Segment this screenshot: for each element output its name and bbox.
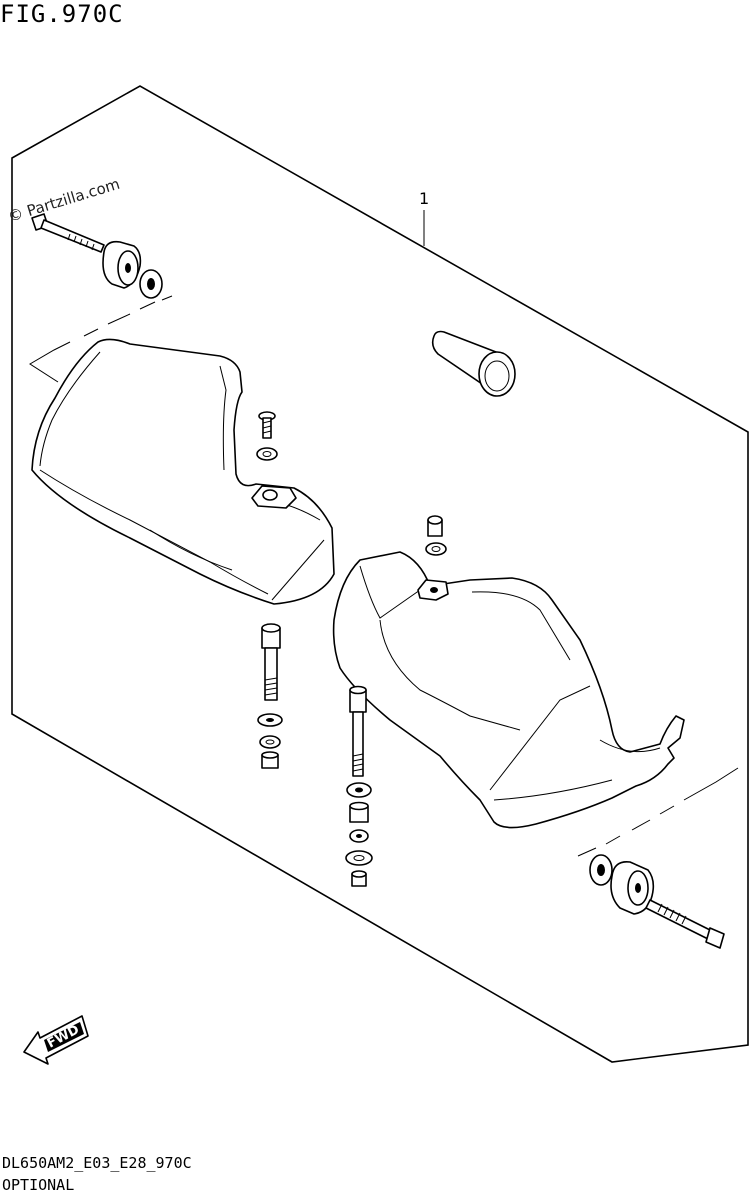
fwd-arrow-icon: FWD [23,1015,89,1065]
right-handguard [332,551,685,829]
right-mount-washers [345,782,373,887]
left-washer [139,269,163,299]
right-end-bolt [645,899,725,949]
left-mount-washers [257,713,283,769]
left-screw-washer [256,447,278,461]
left-mount-bolt [261,623,281,701]
left-bar-end-weight [102,240,142,289]
left-assembly-dashline [29,295,173,383]
right-cap-nut [427,515,443,537]
right-bar-end-weight [610,860,655,915]
plug [431,330,516,397]
watermark: © Partzilla.com [6,175,122,226]
figure-code: DL650AM2_E03_E28_970C [2,1154,192,1172]
kit-boundary [11,85,749,1063]
left-end-bolt [31,213,105,253]
figure-caption: OPTIONAL [2,1176,75,1194]
right-assembly-dashline [577,767,739,857]
left-handguard [31,338,335,605]
figure-title: FIG.970C [0,0,124,28]
callout-1-label: 1 [419,189,429,208]
right-cap-washer [425,542,447,556]
right-washer [589,854,613,886]
right-mount-bolt [349,685,367,777]
left-screw [258,411,276,439]
